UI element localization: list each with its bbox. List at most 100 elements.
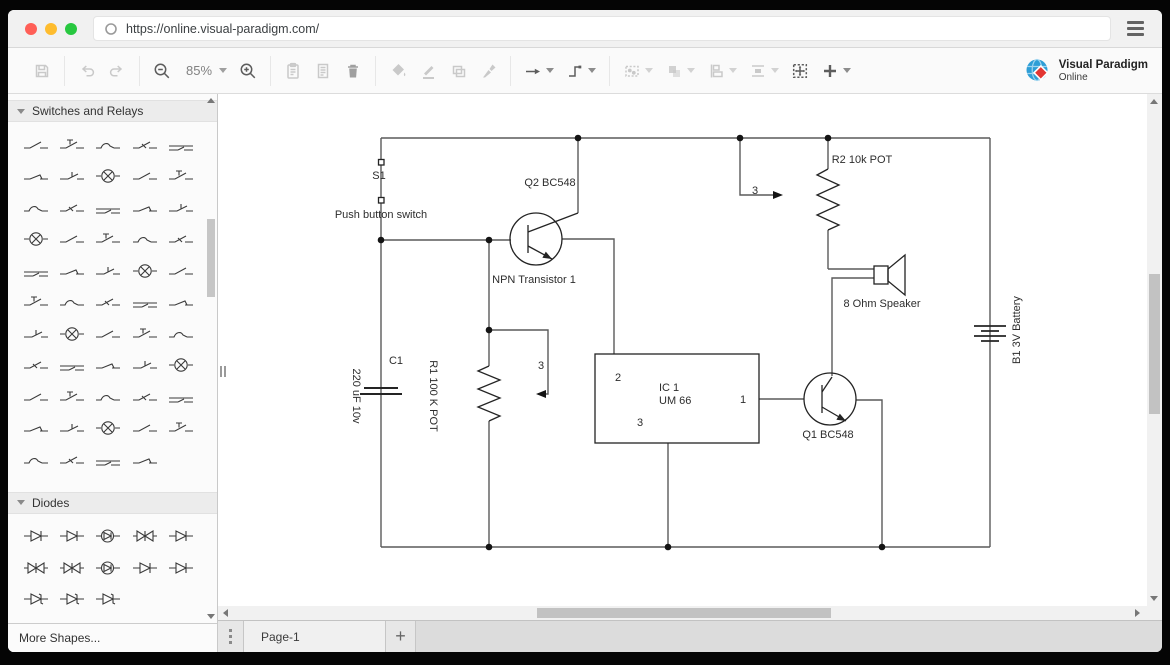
add-page-button[interactable]: + (386, 621, 416, 652)
shape-switch-symbol[interactable] (18, 444, 54, 476)
shape-switch-symbol[interactable] (90, 192, 126, 224)
shape-diode-symbol[interactable] (18, 584, 54, 616)
page-tab[interactable]: Page-1 (244, 621, 386, 652)
shape-diode-symbol[interactable] (90, 584, 126, 616)
vertical-scrollbar[interactable] (1147, 94, 1162, 606)
battery-b1[interactable] (974, 325, 1006, 342)
shape-switch-symbol[interactable] (90, 129, 126, 161)
shape-diode-symbol[interactable] (163, 521, 199, 553)
shape-diode-symbol[interactable] (54, 584, 90, 616)
transistor-q2[interactable] (509, 212, 579, 266)
more-shapes-button[interactable]: More Shapes... (8, 623, 217, 652)
shape-diode-symbol[interactable] (163, 552, 199, 584)
resistor-r1[interactable] (476, 365, 502, 422)
shape-switch-symbol[interactable] (127, 287, 163, 319)
shape-switch-symbol[interactable] (127, 350, 163, 382)
shape-switch-symbol[interactable] (163, 192, 199, 224)
shape-switch-symbol[interactable] (54, 255, 90, 287)
shape-diode-symbol[interactable] (90, 552, 126, 584)
shape-switch-symbol[interactable] (163, 129, 199, 161)
shape-switch-symbol[interactable] (90, 161, 126, 193)
toolbar-redo-button[interactable] (102, 57, 132, 85)
capacitor-c1[interactable] (360, 387, 402, 395)
scroll-up-icon[interactable] (207, 98, 215, 103)
shape-diode-symbol[interactable] (54, 521, 90, 553)
shape-switch-symbol[interactable] (90, 381, 126, 413)
section-header-switches[interactable]: Switches and Relays (8, 100, 217, 122)
shape-switch-symbol[interactable] (163, 413, 199, 445)
shape-switch-symbol[interactable] (90, 444, 126, 476)
shape-switch-symbol[interactable] (163, 287, 199, 319)
resistor-r2[interactable] (815, 168, 841, 231)
shape-switch-symbol[interactable] (90, 318, 126, 350)
shape-switch-symbol[interactable] (18, 192, 54, 224)
toolbar-insert-button[interactable] (815, 57, 857, 85)
shape-switch-symbol[interactable] (54, 350, 90, 382)
shape-switch-symbol[interactable] (127, 161, 163, 193)
toolbar-zoom-level[interactable]: 85% (177, 57, 233, 85)
shape-switch-symbol[interactable] (18, 381, 54, 413)
section-header-diodes[interactable]: Diodes (8, 491, 217, 514)
sidebar-scroll-thumb[interactable] (207, 219, 215, 297)
shape-switch-symbol[interactable] (54, 444, 90, 476)
shape-switch-symbol[interactable] (163, 381, 199, 413)
diagram-canvas[interactable]: S1 Push button switch Q2 BC548 NPN Trans… (218, 94, 1147, 606)
toolbar-trash-button[interactable] (338, 57, 368, 85)
toolbar-connector-style-button[interactable] (560, 57, 602, 85)
vertical-scroll-thumb[interactable] (1149, 274, 1160, 414)
shape-switch-symbol[interactable] (163, 255, 199, 287)
shape-switch-symbol[interactable] (127, 224, 163, 256)
scroll-left-icon[interactable] (223, 609, 228, 617)
shape-switch-symbol[interactable] (90, 255, 126, 287)
shape-switch-symbol[interactable] (54, 318, 90, 350)
shape-switch-symbol[interactable] (54, 161, 90, 193)
toolbar-order-button[interactable] (659, 57, 701, 85)
toolbar-fill-color-button[interactable] (383, 57, 413, 85)
toolbar-undo-button[interactable] (72, 57, 102, 85)
shape-diode-symbol[interactable] (127, 521, 163, 553)
shape-diode-symbol[interactable] (90, 521, 126, 553)
toolbar-align-button[interactable] (701, 57, 743, 85)
shape-switch-symbol[interactable] (54, 287, 90, 319)
shape-switch-symbol[interactable] (127, 192, 163, 224)
toolbar-paste-button[interactable] (278, 57, 308, 85)
shape-switch-symbol[interactable] (18, 350, 54, 382)
wires[interactable] (380, 137, 991, 548)
shape-switch-symbol[interactable] (18, 129, 54, 161)
shape-switch-symbol[interactable] (54, 381, 90, 413)
shape-switch-symbol[interactable] (127, 255, 163, 287)
shape-switch-symbol[interactable] (127, 381, 163, 413)
shape-switch-symbol[interactable] (54, 224, 90, 256)
shape-switch-symbol[interactable] (90, 224, 126, 256)
shape-diode-symbol[interactable] (18, 552, 54, 584)
shape-switch-symbol[interactable] (54, 413, 90, 445)
reload-icon[interactable] (104, 22, 118, 36)
close-window-icon[interactable] (25, 22, 37, 35)
shape-switch-symbol[interactable] (90, 350, 126, 382)
ic-um66[interactable] (594, 353, 760, 444)
toolbar-autofit-button[interactable] (785, 57, 815, 85)
scroll-right-icon[interactable] (1135, 609, 1140, 617)
toolbar-selection-button[interactable] (617, 57, 659, 85)
toolbar-note-button[interactable] (308, 57, 338, 85)
toolbar-line-color-button[interactable] (413, 57, 443, 85)
shape-switch-symbol[interactable] (127, 129, 163, 161)
pages-menu-icon[interactable] (218, 621, 244, 652)
shape-switch-symbol[interactable] (18, 161, 54, 193)
shape-switch-symbol[interactable] (18, 413, 54, 445)
shape-switch-symbol[interactable] (18, 287, 54, 319)
shape-diode-symbol[interactable] (127, 552, 163, 584)
scroll-down-icon[interactable] (207, 614, 215, 619)
shape-switch-symbol[interactable] (18, 318, 54, 350)
shape-switch-symbol[interactable] (54, 129, 90, 161)
shape-switch-symbol[interactable] (163, 350, 199, 382)
toolbar-shape-style-button[interactable] (443, 57, 473, 85)
toolbar-save-button[interactable] (27, 57, 57, 85)
sidebar-scrollbar[interactable] (205, 94, 217, 623)
shape-diode-symbol[interactable] (54, 552, 90, 584)
sidebar-collapse-handle[interactable] (218, 362, 228, 380)
shape-switch-symbol[interactable] (54, 192, 90, 224)
speaker[interactable] (873, 253, 906, 297)
switch-s1[interactable] (377, 158, 385, 204)
maximize-window-icon[interactable] (65, 22, 77, 35)
